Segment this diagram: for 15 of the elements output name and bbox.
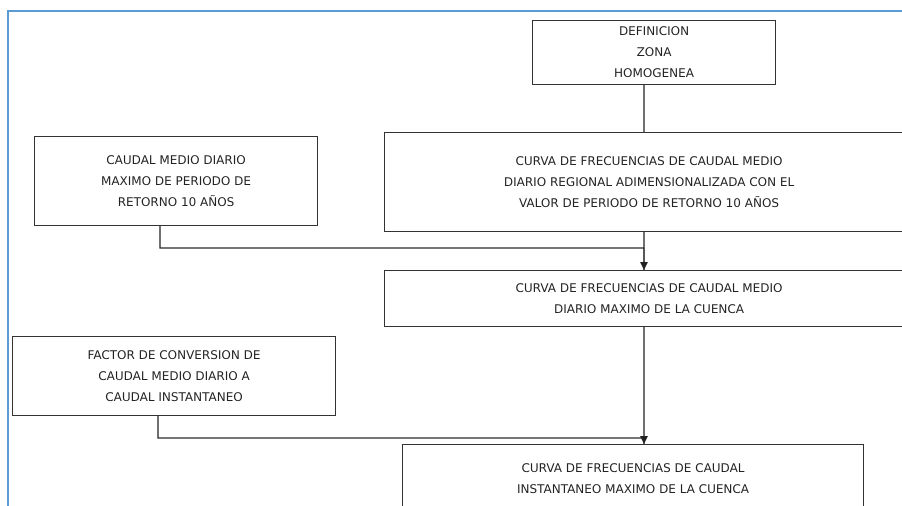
box-label: CURVA DE FRECUENCIAS DE CAUDAL INSTANTANEO MAXIMO DE LA CUENCA <box>516 460 750 498</box>
process-box <box>34 136 318 226</box>
box-label: CURVA DE FRECUENCIAS DE CAUDAL MEDIO DIARIO MAXIMO DE LA CUENCA <box>514 280 784 318</box>
process-box <box>384 132 902 232</box>
process-box <box>402 444 864 506</box>
box-label: DEFINICION ZONA HOMOGENEA <box>613 23 695 82</box>
box-label: CAUDAL MEDIO DIARIO MAXIMO DE PERIODO DE RETORNO 10 AÑOS <box>100 152 252 210</box>
process-box <box>532 20 776 85</box>
box-label: CURVA DE FRECUENCIAS DE CAUDAL MEDIO DIARIO REGIONAL ADIMENSIONALIZADA CON EL VALOR DE PERIODO DE RETORNO 10 AÑOS <box>502 152 796 212</box>
connector-line <box>643 85 645 132</box>
box-label: FACTOR DE CONVERSION DE CAUDAL MEDIO DIARIO A CAUDAL INSTANTANEO <box>86 346 262 406</box>
process-box <box>384 270 902 327</box>
process-box <box>12 336 336 416</box>
arrow <box>159 226 648 270</box>
arrow <box>157 416 648 444</box>
